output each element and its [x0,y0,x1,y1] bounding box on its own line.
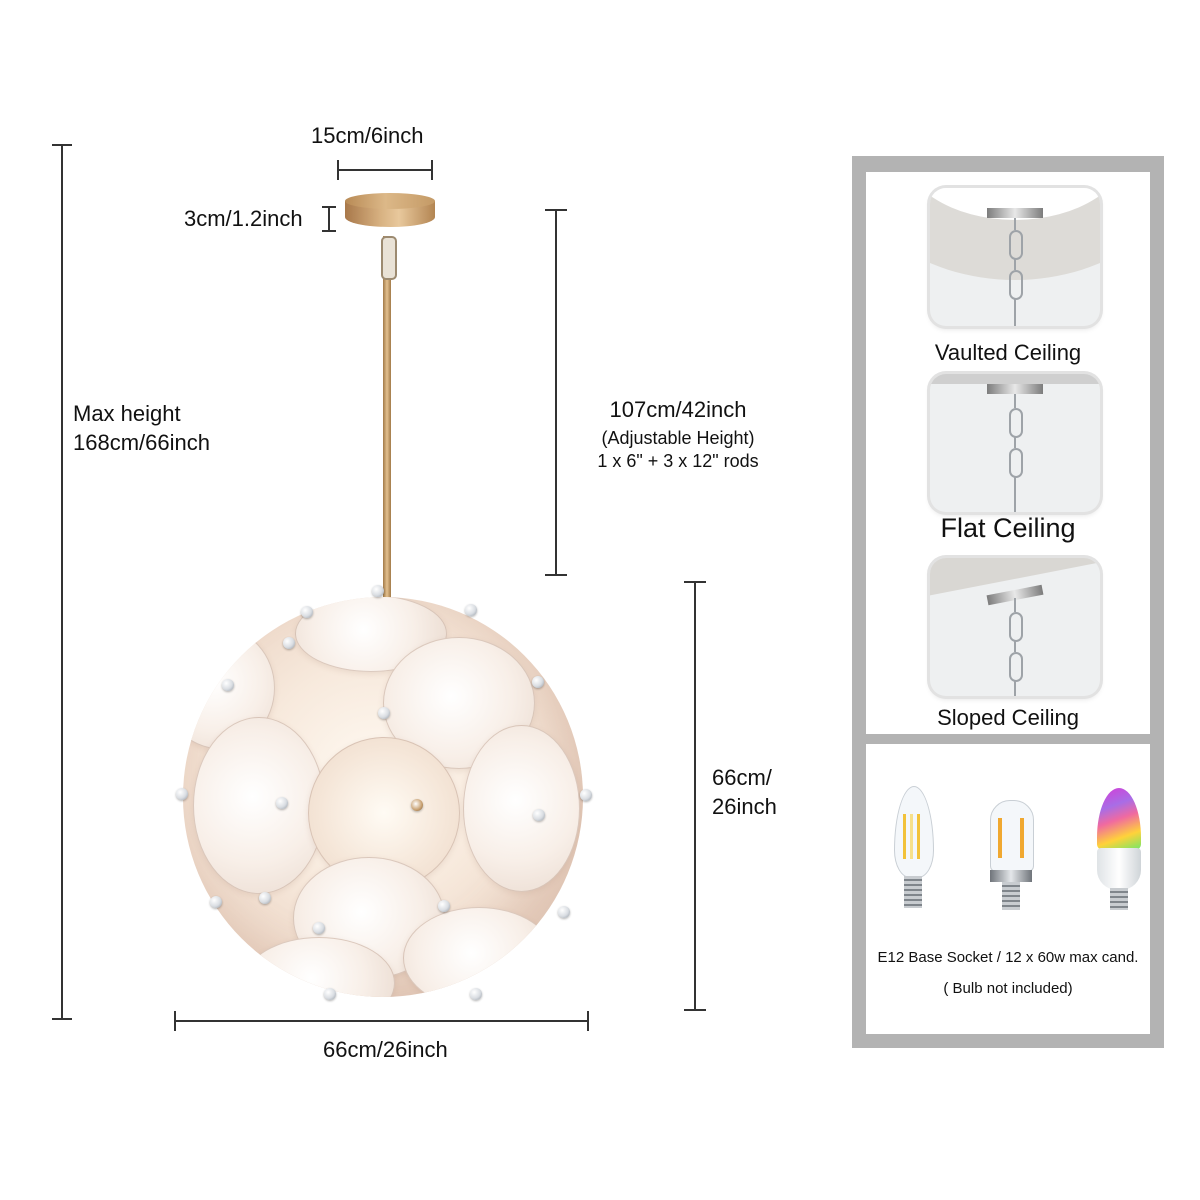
mounting-options-section: Vaulted Ceiling Flat Ceiling Sloped Ceil… [866,172,1150,734]
rod-length-label-group: 107cm/42inch (Adjustable Height) 1 x 6" … [578,396,778,473]
canopy-height-label: 3cm/1.2inch [184,206,303,231]
flat-ceiling-label: Flat Ceiling [940,513,1076,543]
max-height-value: 168cm/66inch [73,429,210,455]
rgb-smart-bulb-icon [1094,788,1144,913]
max-height-title: Max height [73,401,181,426]
bulb-not-included-note: ( Bulb not included) [943,980,1073,997]
flat-ceiling-icon [930,374,1100,512]
bulb-spec-label: E12 Base Socket / 12 x 60w max cand. [877,949,1139,966]
adjustable-height-note: (Adjustable Height) [601,427,755,448]
rod-config-label: 1 x 6" + 3 x 12" rods [597,450,759,471]
downrod [383,236,391,598]
rod-length-label: 107cm/42inch [609,397,747,422]
vaulted-ceiling-label: Vaulted Ceiling [934,340,1082,365]
sloped-ceiling-label: Sloped Ceiling [937,705,1079,730]
glass-disc-sphere-pendant [183,597,583,997]
sphere-height-label: 66cm/ 26inch [712,764,777,821]
sloped-ceiling-icon [930,558,1100,696]
sphere-height-inch: 26inch [712,793,777,819]
t-shape-filament-bulb-icon [988,800,1038,912]
canopy-hook [381,236,397,280]
sphere-height-cm: 66cm/ [712,765,772,790]
vaulted-ceiling-icon [930,188,1100,326]
ceiling-canopy [345,193,435,239]
sphere-width-label: 66cm/26inch [323,1037,448,1062]
bulb-info-section: E12 Base Socket / 12 x 60w max cand. ( B… [866,744,1150,1034]
candelabra-filament-bulb-icon [888,786,938,911]
info-panel: Vaulted Ceiling Flat Ceiling Sloped Ceil… [852,156,1164,1048]
max-height-label: Max height 168cm/66inch [73,400,210,457]
canopy-width-label: 15cm/6inch [311,123,424,148]
